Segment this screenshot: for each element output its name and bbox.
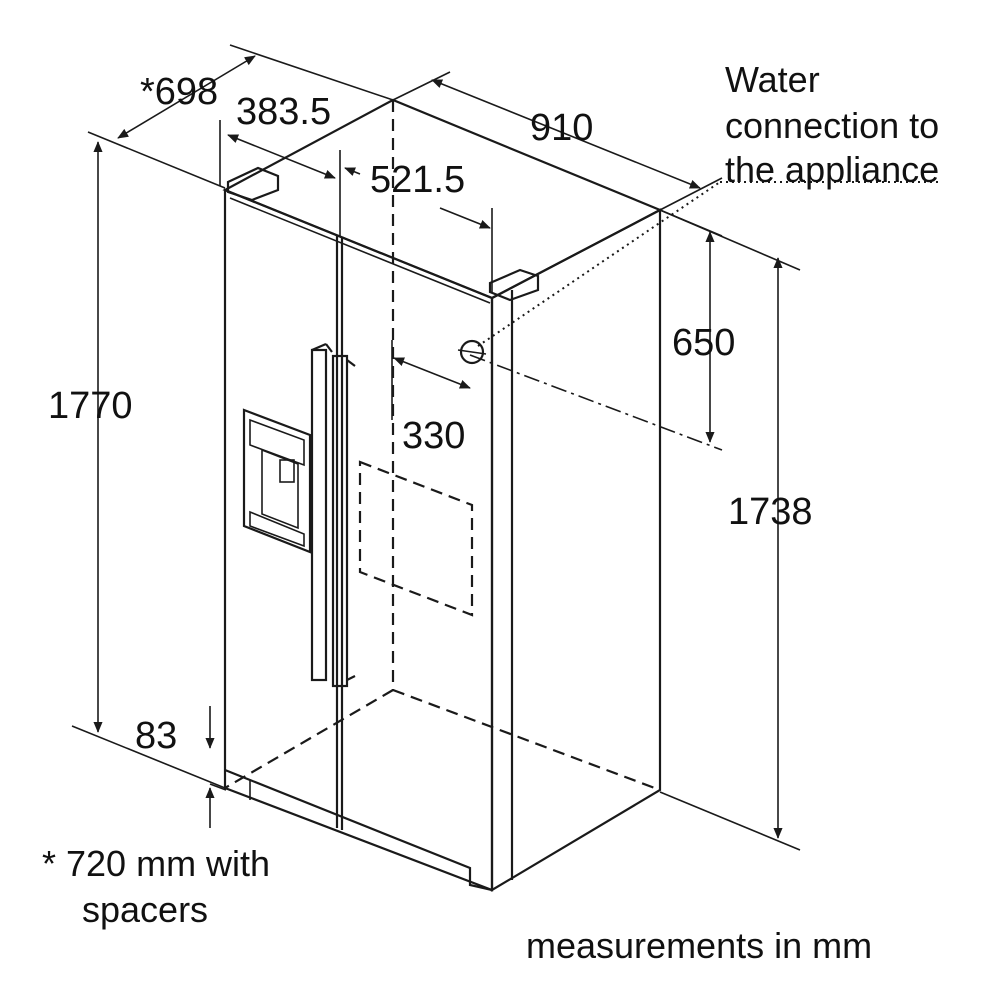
connection-centerline bbox=[469, 354, 723, 451]
spacers-note-1: * 720 mm with bbox=[42, 843, 270, 884]
label-383-5: 383.5 bbox=[236, 91, 331, 133]
fridge-body bbox=[222, 98, 663, 892]
top-hinge-right bbox=[488, 268, 540, 302]
hidden-edges bbox=[224, 100, 661, 792]
arrow-698 bbox=[117, 55, 256, 139]
arrow-521-5-left bbox=[344, 167, 361, 177]
right-handle bbox=[331, 354, 349, 688]
water-leader bbox=[477, 181, 721, 347]
units-note: measurements in mm bbox=[526, 925, 872, 966]
arrow-330 bbox=[393, 357, 471, 389]
spacers-note-2: spacers bbox=[82, 889, 208, 930]
extension-lines bbox=[71, 44, 801, 851]
label-910: 910 bbox=[530, 107, 593, 149]
arrow-521-5-right bbox=[439, 207, 491, 229]
rear-recess bbox=[358, 460, 474, 617]
side-face bbox=[490, 208, 662, 892]
label-1738: 1738 bbox=[728, 491, 813, 533]
arrow-910 bbox=[431, 79, 701, 189]
label-650: 650 bbox=[672, 322, 735, 364]
label-698: *698 bbox=[140, 71, 218, 113]
water-connection-point bbox=[457, 339, 487, 365]
label-1770: 1770 bbox=[48, 385, 133, 427]
dimension-arrows bbox=[93, 55, 783, 839]
dispenser bbox=[242, 408, 312, 554]
label-330: 330 bbox=[402, 415, 465, 457]
label-83: 83 bbox=[135, 715, 177, 757]
label-521-5: 521.5 bbox=[370, 159, 465, 201]
door-handles bbox=[310, 342, 356, 688]
water-connection-label-1: Water bbox=[725, 59, 820, 100]
water-connection-label-2: connection to bbox=[725, 105, 939, 146]
arrow-383-5 bbox=[227, 134, 336, 179]
water-connection-label-3: the appliance bbox=[725, 149, 939, 190]
left-handle bbox=[310, 348, 328, 682]
